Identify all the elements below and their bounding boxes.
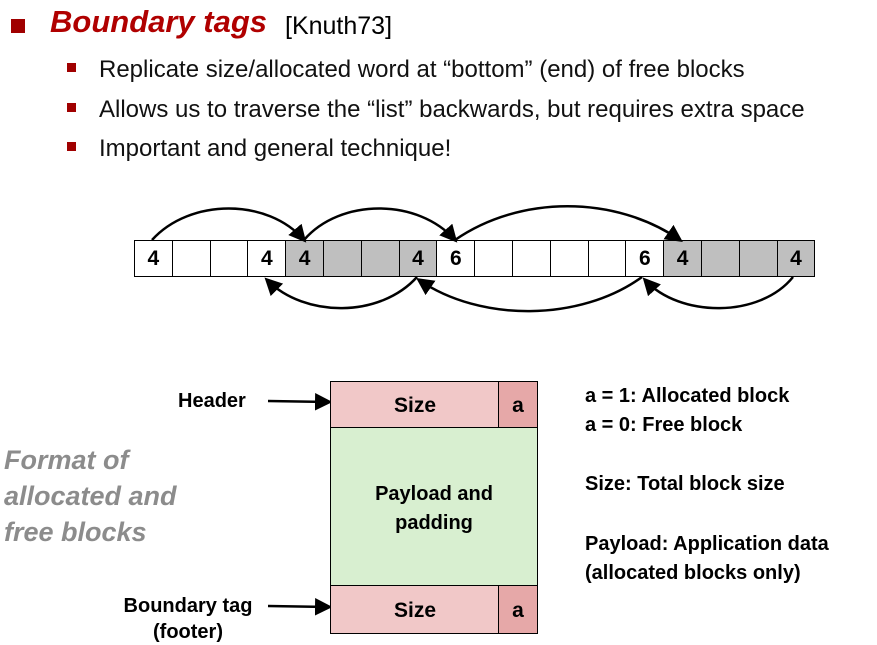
bullet-1: Replicate size/allocated word at “bottom…	[99, 56, 745, 83]
bullet-3: Important and general technique!	[99, 135, 452, 162]
title-bullet	[11, 19, 25, 33]
header-alloc-field: a	[498, 381, 538, 429]
backward-arrow	[264, 276, 418, 310]
backward-arrow	[642, 276, 794, 310]
citation: [Knuth73]	[285, 12, 393, 40]
legend-alloc-1: a = 1: Allocated block	[585, 385, 790, 407]
footer-label-line: Boundary tag	[123, 595, 253, 617]
payload-line: Payload and	[375, 483, 493, 505]
header-pointer-arrow	[267, 393, 333, 411]
alloc-label: a	[512, 599, 524, 622]
heap-cell	[323, 240, 362, 277]
heap-cell	[512, 240, 551, 277]
caption-line: Format of	[4, 445, 129, 475]
legend-alloc-0: a = 0: Free block	[585, 414, 743, 436]
backward-arrow	[416, 275, 643, 313]
format-caption: Format of allocated and free blocks	[4, 442, 177, 550]
heap-cell: 4	[776, 240, 816, 277]
caption-line: free blocks	[4, 517, 147, 547]
header-label: Header	[178, 390, 246, 412]
bullet-2: Allows us to traverse the “list” backwar…	[99, 96, 805, 123]
heap-cell	[701, 240, 740, 277]
bullet-marker	[67, 63, 76, 72]
forward-arrow	[454, 205, 683, 242]
legend-payload: Payload: Application data	[585, 533, 829, 555]
heap-cell	[474, 240, 513, 277]
header-size-field: Size	[330, 381, 500, 429]
bullet-marker	[67, 103, 76, 112]
heap-cell	[587, 240, 627, 277]
forward-arrow	[151, 207, 307, 243]
heap-cell	[360, 240, 400, 277]
size-label: Size	[393, 394, 437, 417]
heap-cell: 4	[247, 240, 287, 277]
heap-cell: 4	[398, 240, 438, 277]
heap-cell: 4	[134, 240, 173, 277]
legend-size: Size: Total block size	[585, 473, 785, 495]
alloc-label: a	[512, 394, 524, 417]
footer-pointer-arrow	[267, 598, 333, 616]
forward-arrow	[303, 207, 458, 243]
footer-label: Boundary tag (footer)	[118, 593, 258, 645]
slide-title: Boundary tags	[50, 4, 268, 39]
footer-size-field: Size	[330, 585, 500, 634]
heap-cell	[171, 240, 211, 277]
payload-field: Payload and padding	[330, 427, 538, 587]
legend-payload-note: (allocated blocks only)	[585, 562, 801, 584]
caption-line: allocated and	[4, 481, 177, 511]
heap-cell	[738, 240, 778, 277]
heap-cell	[549, 240, 589, 277]
heap-cell: 6	[436, 240, 476, 277]
footer-label-line: (footer)	[153, 621, 223, 643]
footer-alloc-field: a	[498, 585, 538, 634]
size-label: Size	[393, 599, 437, 622]
bullet-marker	[67, 142, 76, 151]
payload-line: padding	[395, 512, 473, 534]
